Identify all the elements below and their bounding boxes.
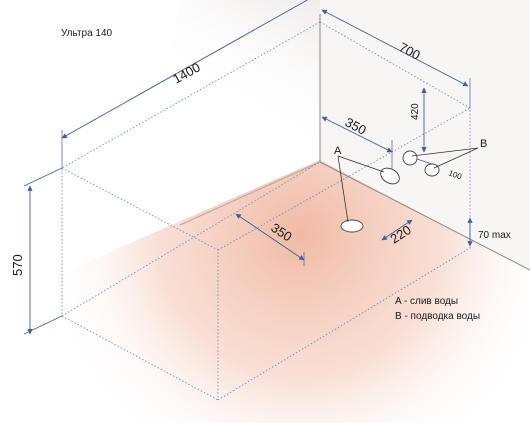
supply-hole-1 bbox=[402, 150, 418, 166]
marker-b: B bbox=[480, 138, 487, 150]
max-height-dimension: 70 max bbox=[478, 230, 511, 241]
supply-spacing-dimension: 100 bbox=[447, 168, 463, 181]
height-dimension: 570 bbox=[10, 254, 25, 276]
legend-supply: B - подводка воды bbox=[395, 311, 480, 322]
dimension-lines bbox=[23, 0, 473, 335]
marker-a: A bbox=[334, 145, 342, 157]
floor-wall-edge-right bbox=[319, 161, 530, 271]
floor-drain-hole bbox=[340, 219, 364, 233]
legend-drain: A - слив воды bbox=[395, 296, 458, 307]
floor-wall-edge-left bbox=[179, 161, 321, 226]
supply-height-dimension: 420 bbox=[410, 103, 421, 120]
model-name: Ультра 140 bbox=[61, 28, 113, 39]
supply-hole-2 bbox=[424, 163, 440, 177]
leader-lines bbox=[337, 147, 479, 223]
